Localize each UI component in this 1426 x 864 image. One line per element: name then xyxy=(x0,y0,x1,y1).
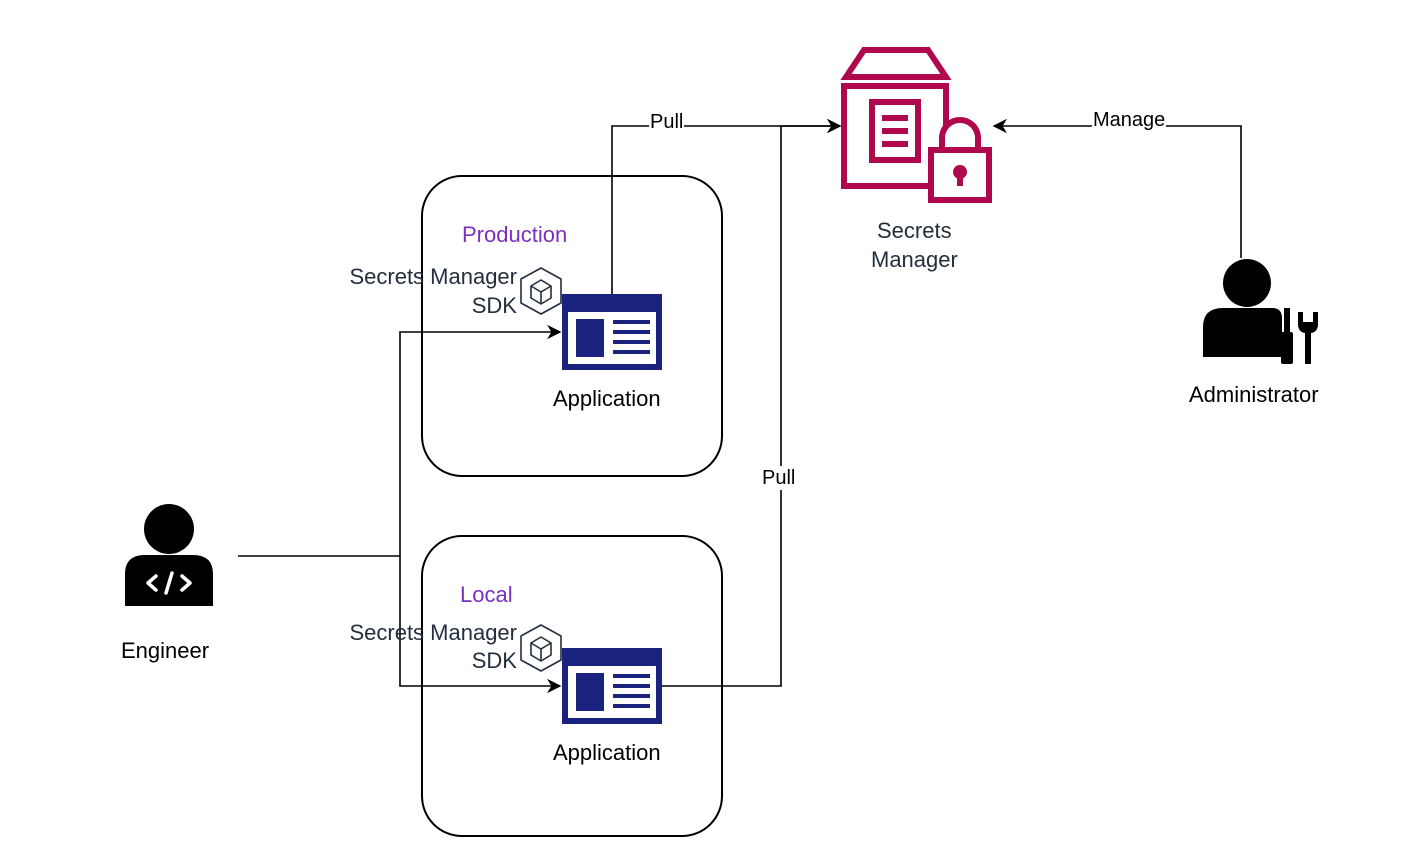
pull-top-edge-label: Pull xyxy=(649,110,685,134)
engineer-to-local-app-edge xyxy=(399,556,562,694)
production-env-title: Production xyxy=(462,222,568,247)
admin-manage-edge xyxy=(992,118,1242,258)
local-pull-edge xyxy=(662,118,842,687)
local-sdk-label-line1: Secrets Manager xyxy=(349,620,517,645)
local-sdk-cube-icon xyxy=(520,624,562,672)
secrets-manager-label-line2: Manager xyxy=(871,247,958,272)
manage-edge-label: Manage xyxy=(1092,108,1167,132)
engineer-to-prod-app-edge xyxy=(238,324,562,557)
engineer-code-icon[interactable] xyxy=(125,504,213,606)
prod-application-icon[interactable] xyxy=(562,294,662,370)
administrator-label: Administrator xyxy=(1189,382,1319,407)
prod-sdk-label-line1: Secrets Manager xyxy=(349,264,517,289)
local-application-label: Application xyxy=(553,740,661,765)
local-sdk-label-line2: SDK xyxy=(471,648,517,673)
prod-sdk-label-line2: SDK xyxy=(471,293,517,318)
secrets-manager-icon[interactable] xyxy=(840,47,992,203)
engineer-label: Engineer xyxy=(121,638,210,663)
local-application-icon[interactable] xyxy=(562,648,662,724)
prod-application-label: Application xyxy=(553,386,661,411)
pull-side-edge-label: Pull xyxy=(761,466,797,490)
local-env-title: Local xyxy=(460,582,513,607)
prod-sdk-cube-icon xyxy=(520,267,562,315)
secrets-manager-label-line1: Secrets xyxy=(877,218,952,243)
prod-pull-edge xyxy=(611,118,842,294)
admin-tools-icon[interactable] xyxy=(1203,259,1318,364)
